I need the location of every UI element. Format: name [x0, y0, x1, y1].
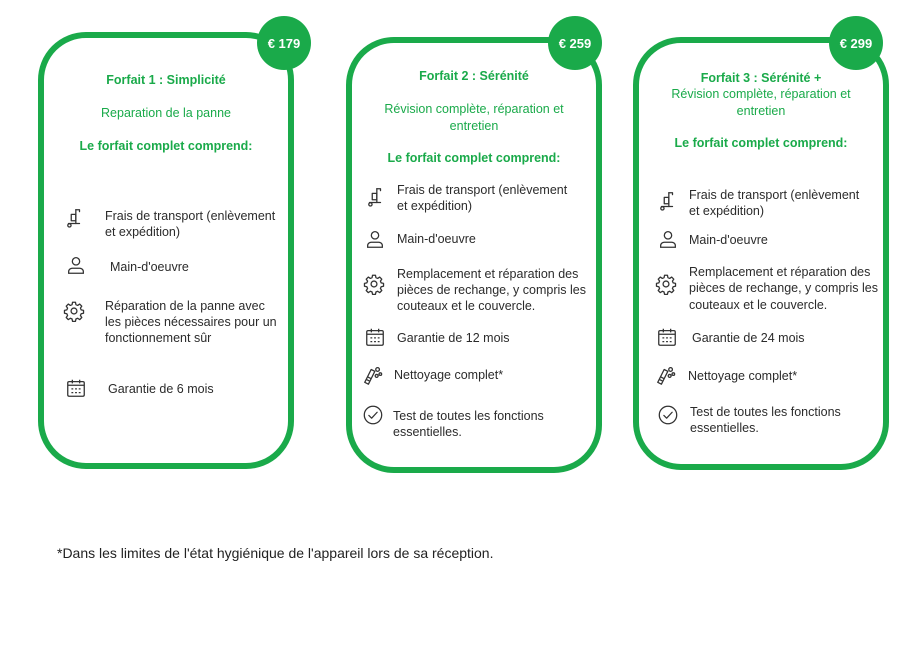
includes-heading: Le forfait complet comprend:: [387, 151, 561, 165]
price-badge: € 179: [257, 16, 311, 70]
gear-icon: [655, 273, 677, 295]
item-text: Remplacement et réparation des: [689, 265, 871, 279]
hand-truck-icon: [63, 207, 85, 229]
item-text: Frais de transport (enlèvement: [105, 209, 276, 223]
calendar-icon: [364, 326, 386, 348]
item-text: pièces de rechange, y compris les: [689, 281, 878, 295]
price-badge: € 299: [829, 16, 883, 70]
item-text: Garantie de 12 mois: [397, 331, 510, 345]
hand-truck-icon: [364, 186, 386, 208]
footnote: *Dans les limites de l'état hygiénique d…: [57, 545, 494, 561]
item-text: Nettoyage complet*: [394, 368, 504, 382]
item-text: fonctionnement sûr: [105, 331, 212, 345]
item-text: et expédition): [397, 199, 473, 213]
item-text: Main-d'oeuvre: [689, 233, 768, 247]
includes-heading: Le forfait complet comprend:: [674, 136, 848, 150]
package-card-simplicite: [38, 32, 294, 469]
person-icon: [657, 228, 679, 250]
item-text: essentielles.: [393, 425, 462, 439]
check-circle-icon: [657, 404, 679, 426]
person-icon: [364, 228, 386, 250]
item-text: Remplacement et réparation des: [397, 267, 579, 281]
package-title: Forfait 1 : Simplicité: [106, 73, 226, 87]
item-text: couteaux et le couvercle.: [397, 299, 536, 313]
item-text: Frais de transport (enlèvement: [397, 183, 568, 197]
package-title: Forfait 3 : Sérénité +: [700, 71, 822, 85]
gear-icon: [363, 273, 385, 295]
price-badge: € 259: [548, 16, 602, 70]
calendar-icon: [65, 377, 87, 399]
package-subtitle: entretien: [736, 104, 786, 118]
item-text: essentielles.: [690, 421, 759, 435]
calendar-icon: [656, 326, 678, 348]
item-text: Réparation de la panne avec: [105, 299, 265, 313]
package-subtitle: Révision complète, réparation et: [384, 102, 564, 116]
item-text: Test de toutes les fonctions: [690, 405, 841, 419]
package-card-serenite-plus: [633, 37, 889, 470]
item-text: et expédition): [689, 204, 765, 218]
item-text: couteaux et le couvercle.: [689, 298, 828, 312]
package-subtitle: Reparation de la panne: [101, 106, 231, 120]
check-circle-icon: [362, 404, 384, 426]
item-text: Main-d'oeuvre: [110, 260, 189, 274]
package-title: Forfait 2 : Sérénité: [419, 69, 529, 83]
item-text: Test de toutes les fonctions: [393, 409, 544, 423]
item-text: les pièces nécessaires pour un: [105, 315, 277, 329]
includes-heading: Le forfait complet comprend:: [79, 139, 253, 153]
item-text: pièces de rechange, y compris les: [397, 283, 586, 297]
item-text: et expédition): [105, 225, 181, 239]
package-card-serenite: [346, 37, 602, 473]
cleaning-icon: [362, 364, 384, 386]
hand-truck-icon: [656, 190, 678, 212]
person-icon: [65, 254, 87, 276]
item-text: Main-d'oeuvre: [397, 232, 476, 246]
item-text: Garantie de 6 mois: [108, 382, 214, 396]
item-text: Frais de transport (enlèvement: [689, 188, 860, 202]
package-subtitle: Révision complète, réparation et: [671, 87, 851, 101]
item-text: Nettoyage complet*: [688, 369, 798, 383]
package-subtitle: entretien: [449, 119, 499, 133]
cleaning-icon: [655, 364, 677, 386]
gear-icon: [63, 300, 85, 322]
item-text: Garantie de 24 mois: [692, 331, 805, 345]
